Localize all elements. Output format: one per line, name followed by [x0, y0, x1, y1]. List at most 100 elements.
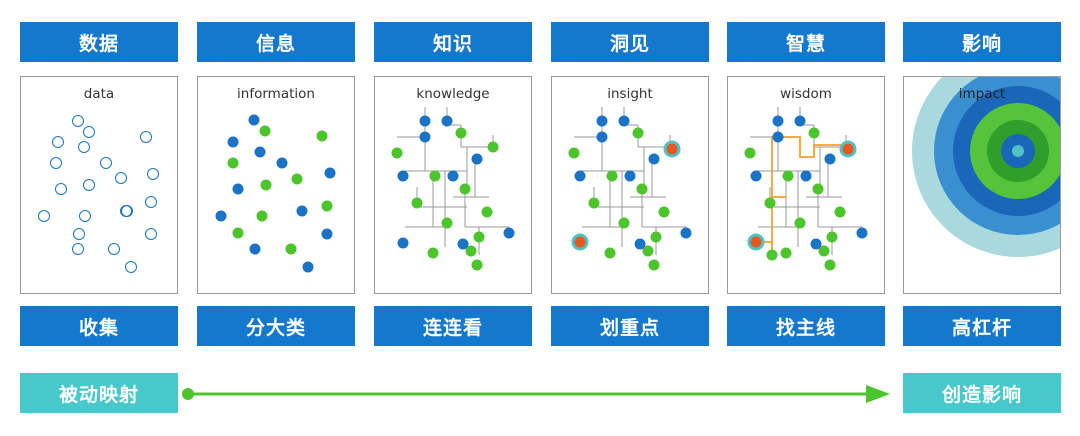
node-dot — [856, 227, 868, 239]
node-dot — [411, 197, 423, 209]
data-point — [55, 183, 67, 195]
information-panel: information — [197, 76, 355, 294]
node-dot — [291, 173, 303, 185]
highlight-node — [747, 233, 765, 251]
node-dot — [810, 238, 822, 250]
node-dot — [680, 227, 692, 239]
node-dot — [636, 183, 648, 195]
node-dot — [808, 127, 820, 139]
node-dot — [285, 243, 297, 255]
data-point — [145, 196, 157, 208]
stage-title: 洞见 — [551, 22, 709, 62]
panel-label: impact — [958, 86, 1006, 102]
data-point — [83, 179, 95, 191]
stage-action: 找主线 — [727, 306, 885, 346]
panel-label: wisdom — [780, 86, 832, 102]
insight-network — [568, 107, 692, 271]
node-dot — [744, 147, 756, 159]
node-dot — [447, 170, 459, 182]
node-dot — [473, 231, 485, 243]
node-dot — [606, 170, 618, 182]
information-scatter — [215, 114, 336, 273]
panel-label: knowledge — [416, 86, 490, 102]
flow-end-label: 创造影响 — [903, 373, 1061, 413]
panel-label: information — [237, 86, 315, 102]
panel-label: insight — [607, 86, 653, 102]
knowledge-panel: knowledge — [374, 76, 532, 294]
node-dot — [260, 179, 272, 191]
node-dot — [215, 210, 227, 222]
node-dot — [487, 141, 499, 153]
data-point — [78, 141, 90, 153]
data-point — [145, 228, 157, 240]
node-dot — [397, 237, 409, 249]
node-dot — [568, 147, 580, 159]
data-point — [121, 205, 133, 217]
data-point — [72, 115, 84, 127]
node-dot — [782, 170, 794, 182]
node-dot — [316, 130, 328, 142]
node-dot — [650, 231, 662, 243]
node-dot — [441, 217, 453, 229]
node-dot — [834, 206, 846, 218]
data-point — [125, 261, 137, 273]
stage-title: 影响 — [903, 22, 1061, 62]
data-point — [83, 126, 95, 138]
node-dot — [321, 200, 333, 212]
node-dot — [658, 206, 670, 218]
data-point — [108, 243, 120, 255]
node-dot — [574, 170, 586, 182]
node-dot — [321, 228, 333, 240]
node-dot — [459, 183, 471, 195]
data-point — [120, 205, 132, 217]
node-dot — [800, 170, 812, 182]
node-dot — [824, 153, 836, 165]
node-dot — [648, 153, 660, 165]
highlight-node — [839, 140, 857, 158]
node-dot — [503, 227, 515, 239]
node-dot — [642, 245, 654, 257]
stage-action: 收集 — [20, 306, 178, 346]
node-dot — [227, 136, 239, 148]
node-dot — [794, 115, 806, 127]
data-point — [79, 210, 91, 222]
node-dot — [634, 238, 646, 250]
stage-title: 信息 — [197, 22, 355, 62]
data-panel: data — [20, 76, 178, 294]
data-point — [50, 157, 62, 169]
highlight-node — [571, 233, 589, 251]
data-point — [115, 172, 127, 184]
node-dot — [254, 146, 266, 158]
node-dot — [471, 259, 483, 271]
node-dot — [397, 170, 409, 182]
stage-action: 高杠杆 — [903, 306, 1061, 346]
node-dot — [259, 125, 271, 137]
panel-label: data — [83, 86, 115, 102]
impact-ripple — [912, 77, 1060, 257]
stage-action: 连连看 — [374, 306, 532, 346]
node-dot — [794, 217, 806, 229]
node-dot — [624, 170, 636, 182]
node-dot — [780, 247, 792, 259]
node-dot — [588, 197, 600, 209]
highlight-node — [663, 140, 681, 158]
node-dot — [648, 259, 660, 271]
stage-title: 数据 — [20, 22, 178, 62]
wisdom-network — [744, 107, 868, 271]
node-dot — [296, 205, 308, 217]
data-point — [38, 210, 50, 222]
insight-panel: insight — [551, 76, 709, 294]
node-dot — [632, 127, 644, 139]
stage-title: 知识 — [374, 22, 532, 62]
node-dot — [772, 115, 784, 127]
node-dot — [618, 115, 630, 127]
node-dot — [824, 259, 836, 271]
stage-action: 分大类 — [197, 306, 355, 346]
node-dot — [419, 131, 431, 143]
node-dot — [596, 115, 608, 127]
node-dot — [249, 243, 261, 255]
node-dot — [427, 247, 439, 259]
data-point — [100, 157, 112, 169]
data-point — [140, 131, 152, 143]
stage-action: 划重点 — [551, 306, 709, 346]
